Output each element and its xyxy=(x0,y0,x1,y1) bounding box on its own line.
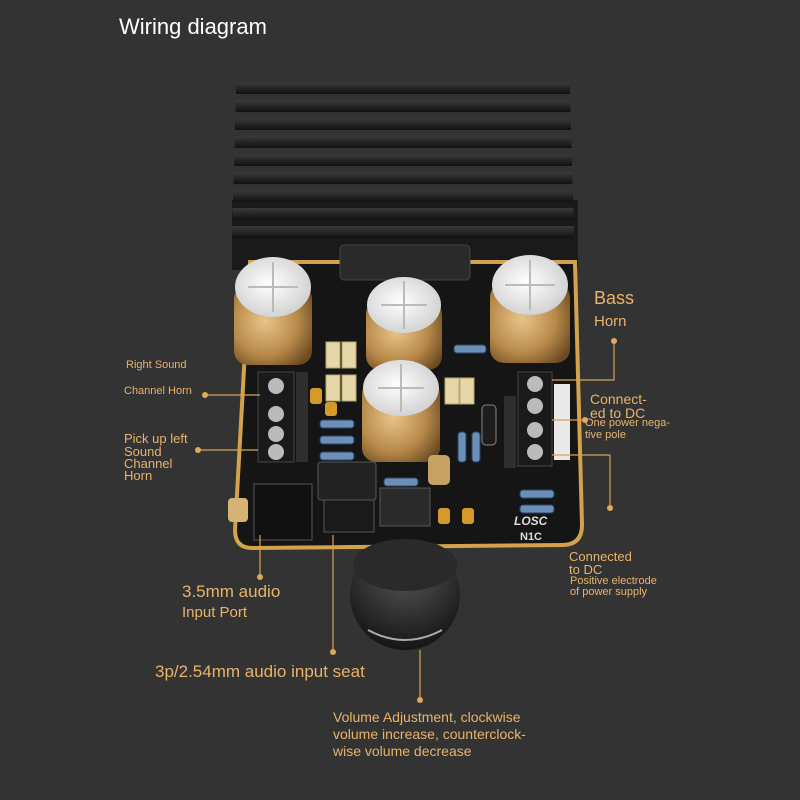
dc-negative-label-3: One power nega- xyxy=(585,417,670,429)
capacitor-top-center xyxy=(366,277,442,370)
right-channel-label: Right Sound xyxy=(126,359,187,371)
dc-positive-label-4: of power supply xyxy=(570,586,648,598)
right-channel-label-2: Channel Horn xyxy=(124,385,192,397)
dc-positive-label-2: to DC xyxy=(569,562,603,577)
capacitor-right xyxy=(490,255,570,363)
heatsink-fin xyxy=(234,136,572,148)
left-channel-label-3: Channel xyxy=(124,456,173,471)
left-channel-label-4: Horn xyxy=(124,468,153,483)
left-channel-label-2: Sound xyxy=(124,444,162,459)
heatsink-fin xyxy=(234,154,572,166)
audio-jack-label-2: Input Port xyxy=(182,604,248,621)
board-brand: LOSC xyxy=(514,514,548,528)
speaker-terminal-left xyxy=(257,371,308,463)
bass-horn-label-2: Horn xyxy=(594,313,627,330)
volume-label-2: volume increase, counterclock- xyxy=(333,726,526,742)
input-seat-label: 3p/2.54mm audio input seat xyxy=(155,662,365,681)
heatsink-fin xyxy=(233,172,573,184)
capacitor-left xyxy=(234,257,312,365)
dc-negative-label-4: tive pole xyxy=(585,429,626,441)
terminal-right xyxy=(504,371,570,468)
diagram-title: Wiring diagram xyxy=(119,14,267,39)
capacitor-center xyxy=(362,360,440,462)
audio-jack-label: 3.5mm audio xyxy=(182,582,281,601)
heatsink-fin xyxy=(235,118,571,130)
dc-negative-label-2: ed to DC xyxy=(590,405,646,421)
volume-knob xyxy=(350,487,460,650)
dc-negative-label: Connect- xyxy=(590,391,647,407)
heatsink-fin xyxy=(233,190,573,202)
heatsink-fin xyxy=(232,226,574,238)
audio-jack xyxy=(228,483,313,541)
heatsink-fin xyxy=(235,100,571,112)
heatsink-fin xyxy=(236,82,570,94)
leader-lines xyxy=(195,338,617,703)
volume-label-3: wise volume decrease xyxy=(333,743,472,759)
heatsink xyxy=(232,82,578,270)
dc-positive-label: Connected xyxy=(569,549,632,564)
heatsink-fin xyxy=(232,208,574,220)
board-model: N1C xyxy=(520,531,542,543)
volume-label: Volume Adjustment, clockwise xyxy=(333,709,521,725)
bass-horn-label: Bass xyxy=(594,288,635,308)
input-seat xyxy=(323,499,375,533)
left-channel-label: Pick up left xyxy=(124,431,188,446)
dc-positive-label-3: Positive electrode xyxy=(570,575,657,587)
